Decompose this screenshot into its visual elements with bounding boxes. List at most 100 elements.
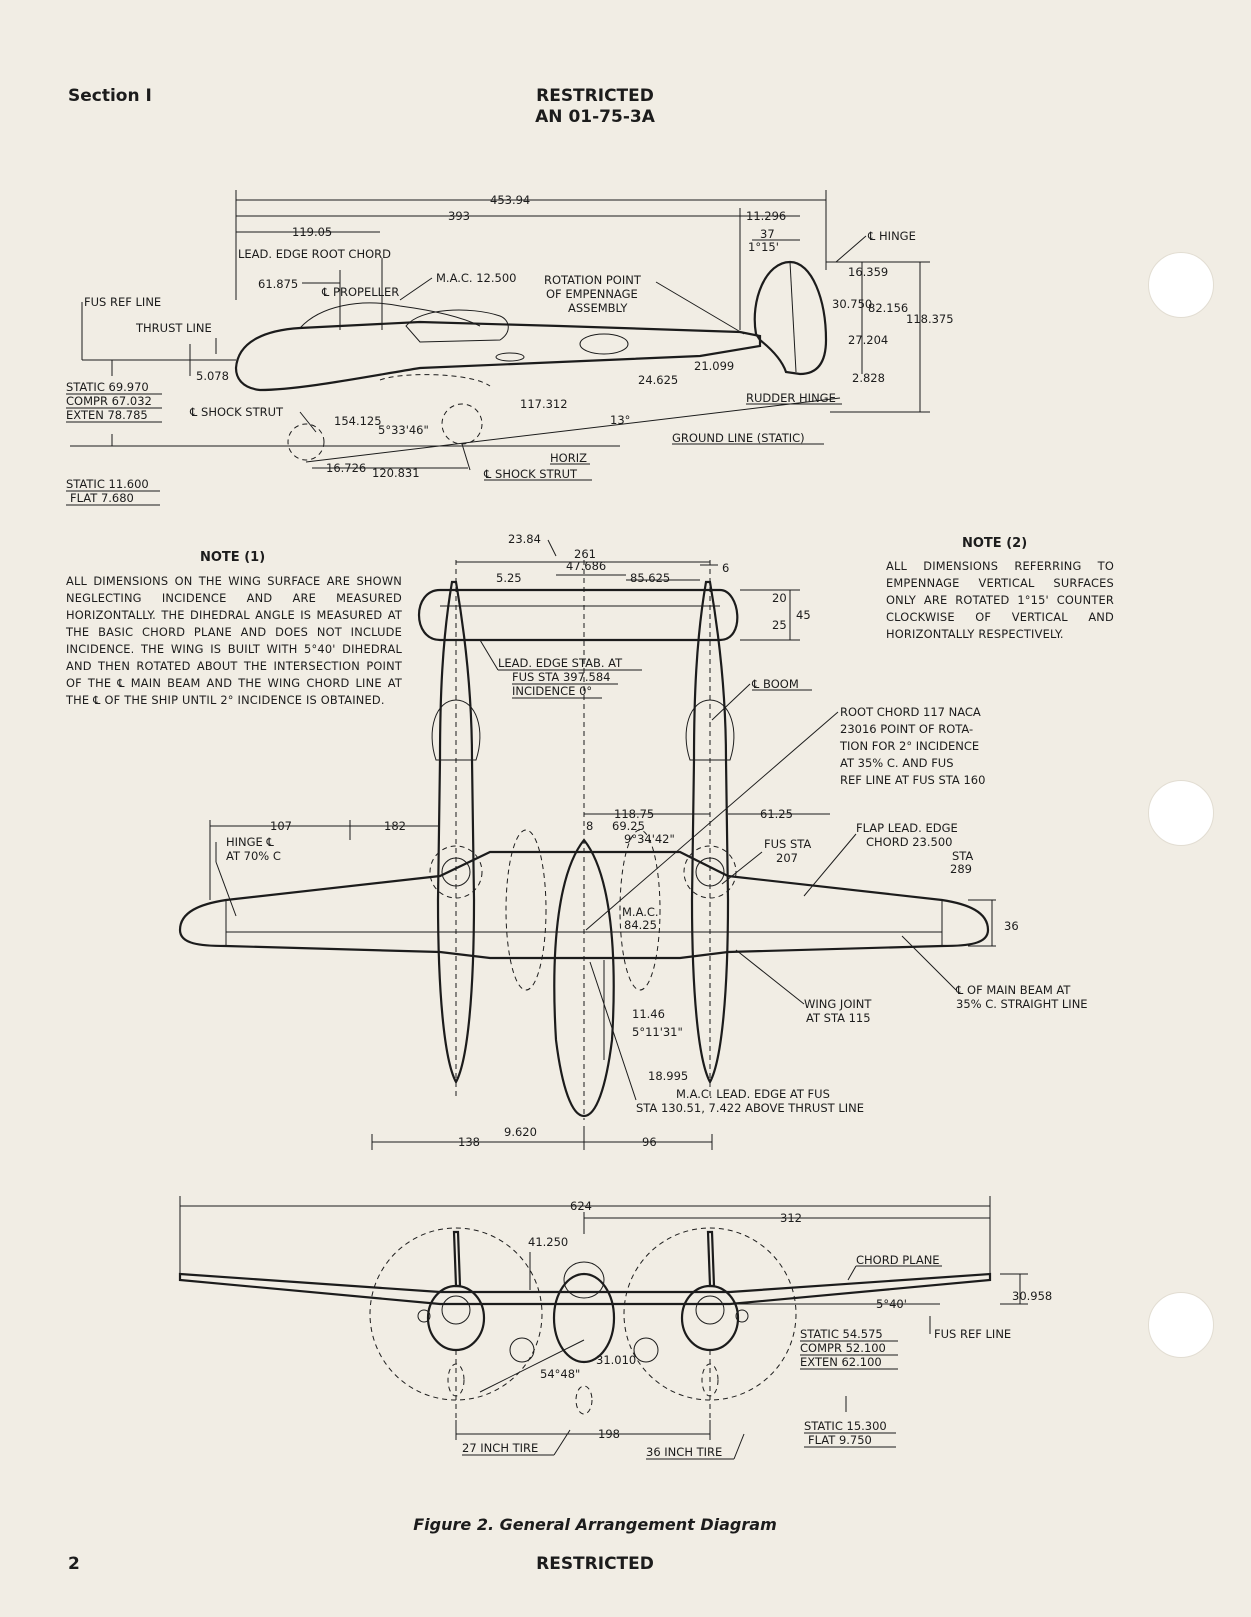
section-label: Section I — [68, 86, 152, 106]
label-lead-edge-stab: LEAD. EDGE STAB. AT — [498, 656, 623, 670]
dim-8: 8 — [586, 819, 593, 833]
angle-1-15: 1°15' — [748, 240, 779, 254]
label-rudder-hinge: RUDDER HINGE — [746, 391, 836, 405]
dim-30-750: 30.750 — [832, 297, 872, 311]
label-hinge: ℄ HINGE — [867, 229, 916, 243]
dim-96: 96 — [642, 1135, 657, 1149]
label-static-15-300: STATIC 15.300 — [804, 1419, 887, 1433]
dim-154-125: 154.125 — [334, 414, 382, 428]
label-mac-lead-edge: M.A.C. LEAD. EDGE AT FUS — [676, 1087, 830, 1101]
dim-120-831: 120.831 — [372, 466, 420, 480]
label-static-54: STATIC 54.575 — [800, 1327, 883, 1341]
dim-24-625: 24.625 — [638, 373, 678, 387]
dim-37: 37 — [760, 227, 775, 241]
figure-caption: Figure 2. General Arrangement Diagram — [413, 1515, 777, 1534]
label-sta-289: STA — [952, 849, 973, 863]
restricted-header: RESTRICTED — [536, 86, 654, 106]
label-exten: EXTEN 78.785 — [66, 408, 148, 422]
label-lead-edge-stab: INCIDENCE 0° — [512, 684, 592, 698]
label-chord-plane: CHORD PLANE — [856, 1253, 940, 1267]
dim-31-010: 31.010 — [596, 1353, 636, 1367]
label-plan-mac: 84.25 — [624, 918, 657, 932]
label-ground-line: GROUND LINE (STATIC) — [672, 431, 805, 445]
dim-11-46: 11.46 — [632, 1007, 665, 1021]
dim-47-686: 47.686 — [566, 559, 606, 573]
front-view: 624 312 41.250 CHORD PLANE — [178, 1196, 1052, 1460]
dim-119-05: 119.05 — [292, 225, 332, 239]
dim-85-625: 85.625 — [630, 571, 670, 585]
dim-118-375: 118.375 — [906, 312, 954, 326]
dim-20: 20 — [772, 591, 787, 605]
label-shock-strut: ℄ SHOCK STRUT — [189, 405, 284, 419]
label-fus-sta-207: FUS STA — [764, 837, 811, 851]
dim-624: 624 — [570, 1199, 592, 1213]
dim-312: 312 — [780, 1211, 802, 1225]
label-flat-7-680: FLAT 7.680 — [70, 491, 134, 505]
label-boom: ℄ BOOM — [751, 677, 799, 691]
dim-2-828: 2.828 — [852, 371, 885, 385]
dim-5-25: 5.25 — [496, 571, 522, 585]
label-wing-joint: AT STA 115 — [806, 1011, 871, 1025]
dim-182: 182 — [384, 819, 406, 833]
label-36-inch-tire: 36 INCH TIRE — [646, 1445, 722, 1459]
label-root-chord: ROOT CHORD 117 NACA — [840, 705, 981, 719]
dim-11-296: 11.296 — [746, 209, 786, 223]
page-number: 2 — [68, 1554, 80, 1574]
label-fus-ref-line-front: FUS REF LINE — [934, 1327, 1011, 1341]
label-lead-edge-stab: FUS STA 397.584 — [512, 670, 611, 684]
label-fus-ref-line: FUS REF LINE — [84, 295, 161, 309]
dim-27-204: 27.204 — [848, 333, 888, 347]
dim-45: 45 — [796, 608, 811, 622]
label-root-chord: TION FOR 2° INCIDENCE — [839, 739, 979, 753]
restricted-footer: RESTRICTED — [536, 1554, 654, 1574]
label-fus-sta-207: 207 — [776, 851, 798, 865]
label-hinge-70: AT 70% C — [226, 849, 281, 863]
dim-30-958: 30.958 — [1012, 1289, 1052, 1303]
note-2-title: NOTE (2) — [962, 536, 1028, 551]
note-1-body: All dimensions on the wing surface are s… — [66, 574, 402, 707]
dim-117-312: 117.312 — [520, 397, 568, 411]
dim-82-156: 82.156 — [868, 301, 908, 315]
label-flat-9-750: FLAT 9.750 — [808, 1433, 872, 1447]
dim-261: 261 — [574, 547, 596, 561]
label-horiz: HORIZ — [550, 451, 587, 465]
dim-21-099: 21.099 — [694, 359, 734, 373]
label-rotation-point: ASSEMBLY — [568, 301, 628, 315]
label-mac-12-500: M.A.C. 12.500 — [436, 271, 516, 285]
plan-view: 23.84 261 47.686 5.25 85.625 6 20 45 25 … — [178, 532, 1088, 1150]
label-sta-289: 289 — [950, 862, 972, 876]
label-compr: COMPR 67.032 — [66, 394, 152, 408]
label-shock-strut: ℄ SHOCK STRUT — [483, 467, 578, 481]
angle-5-33-46: 5°33'46" — [378, 423, 429, 437]
label-mac-lead-edge: STA 130.51, 7.422 ABOVE THRUST LINE — [636, 1101, 864, 1115]
dim-41-250: 41.250 — [528, 1235, 568, 1249]
angle-9-34-42: 9°34'42" — [624, 832, 675, 846]
dim-6: 6 — [722, 561, 729, 575]
dim-25: 25 — [772, 618, 787, 632]
label-main-beam: 35% C. STRAIGHT LINE — [956, 997, 1088, 1011]
label-static: STATIC 69.970 — [66, 380, 149, 394]
dim-9-620: 9.620 — [504, 1125, 537, 1139]
punch-hole — [1148, 252, 1214, 318]
dim-36: 36 — [1004, 919, 1019, 933]
punch-hole — [1148, 780, 1214, 846]
label-main-beam: ℄ OF MAIN BEAM AT — [955, 983, 1071, 997]
label-root-chord: REF LINE AT FUS STA 160 — [840, 773, 985, 787]
label-lead-edge-root-chord: LEAD. EDGE ROOT CHORD — [238, 247, 391, 261]
punch-hole — [1148, 1292, 1214, 1358]
dim-107: 107 — [270, 819, 292, 833]
label-plan-mac: M.A.C. — [622, 905, 659, 919]
label-root-chord: AT 35% C. AND FUS — [840, 756, 954, 770]
dim-61-875: 61.875 — [258, 277, 298, 291]
label-flap-lead-edge: FLAP LEAD. EDGE — [856, 821, 958, 835]
dim-393: 393 — [448, 209, 470, 223]
label-rotation-point: ROTATION POINT — [544, 273, 642, 287]
label-27-inch-tire: 27 INCH TIRE — [462, 1441, 538, 1455]
label-static-11-600: STATIC 11.600 — [66, 477, 149, 491]
label-compr-52: COMPR 52.100 — [800, 1341, 886, 1355]
label-propeller: ℄ PROPELLER — [321, 285, 399, 299]
side-view: 453.94 393 119.05 11.296 37 1°15' ℄ HING… — [66, 190, 954, 506]
angle-54-48: 54°48" — [540, 1367, 580, 1381]
note-1-title: NOTE (1) — [200, 550, 266, 565]
